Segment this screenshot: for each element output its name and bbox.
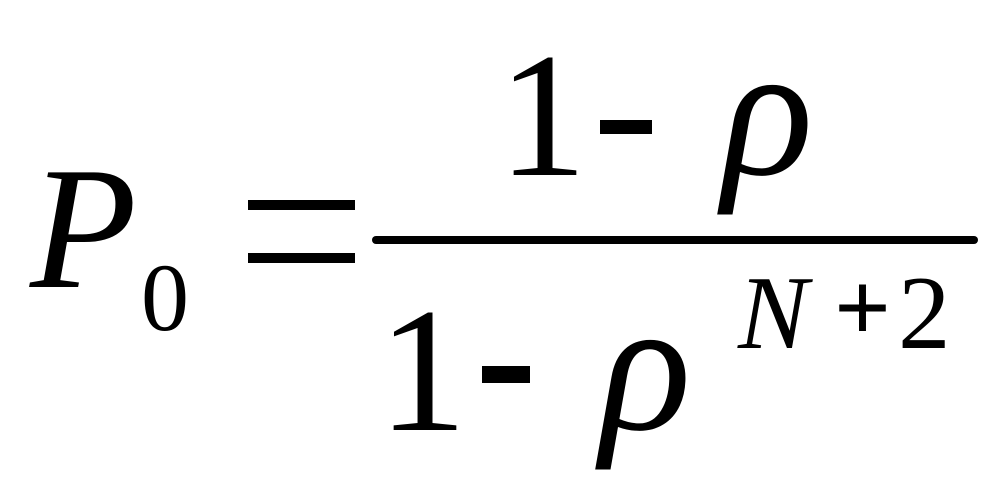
exponent-plus: + bbox=[834, 252, 891, 363]
numerator-rho: ρ bbox=[722, 6, 814, 216]
denominator-one: 1 bbox=[378, 271, 467, 469]
equals-sign-top bbox=[248, 200, 355, 210]
equals-sign-bottom bbox=[248, 253, 355, 263]
exponent-two: 2 bbox=[898, 254, 951, 371]
fraction-bar bbox=[372, 236, 978, 244]
numerator-one: 1 bbox=[498, 16, 587, 214]
lhs-subscript: 0 bbox=[141, 244, 189, 351]
denominator-minus bbox=[482, 366, 530, 383]
exponent-n: N bbox=[738, 254, 809, 371]
numerator-minus bbox=[600, 120, 652, 134]
lhs-symbol-p: P bbox=[30, 131, 137, 325]
denominator-rho: ρ bbox=[600, 261, 692, 471]
